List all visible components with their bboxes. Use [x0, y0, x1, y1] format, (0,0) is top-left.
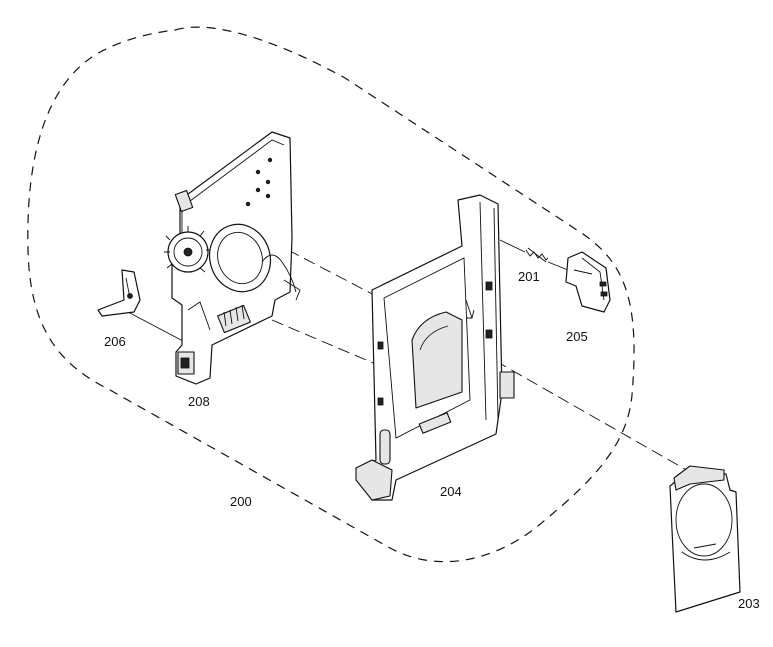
- label-201: 201: [518, 269, 540, 284]
- label-200: 200: [230, 494, 252, 509]
- part-205-latch: [565, 251, 611, 313]
- leader-201-to-205: [547, 261, 569, 271]
- label-204: 204: [440, 484, 462, 499]
- leader-204-to-201: [499, 239, 526, 253]
- part-206-bracket: [97, 269, 141, 317]
- part-203-door: [669, 465, 741, 613]
- leader-204-to-203: [479, 351, 691, 473]
- leader-208-to-204-lower: [271, 319, 386, 369]
- part-201-spring: [525, 247, 549, 263]
- label-206: 206: [104, 334, 126, 349]
- assembly-boundary-200: [27, 26, 635, 563]
- leader-208-to-204-upper: [287, 249, 381, 299]
- label-203: 203: [738, 596, 760, 611]
- label-205: 205: [566, 329, 588, 344]
- part-208-mechanism: [164, 131, 301, 385]
- part-204-cassette-housing: [355, 194, 515, 501]
- label-208: 208: [188, 394, 210, 409]
